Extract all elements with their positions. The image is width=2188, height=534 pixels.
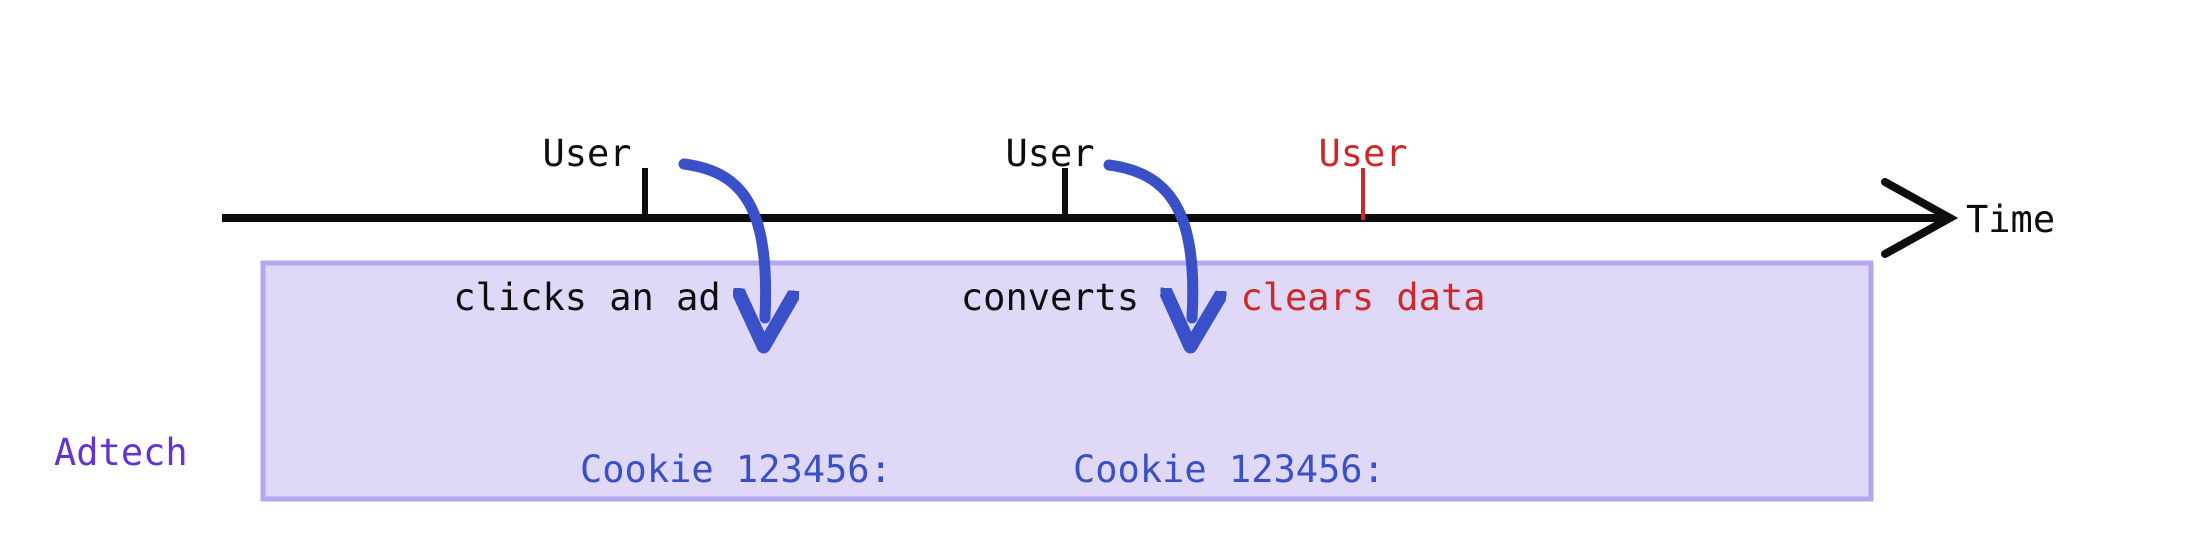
event-label-line2: clicks an ad <box>453 276 721 320</box>
timeline-arrowhead-icon <box>1881 178 1959 258</box>
event-label-conversion: User converts <box>900 34 1200 419</box>
adtech-server-box <box>260 260 1874 502</box>
adtech-server-label-line1: Adtech <box>54 430 188 474</box>
server-record-line1: Cookie 123456: <box>580 447 892 491</box>
event-label-line1: User <box>1318 132 1408 176</box>
event-label-clears-data: User clears data <box>1213 34 1513 419</box>
time-axis-label: Time <box>1966 198 2056 241</box>
event-label-line2: clears data <box>1240 276 1486 320</box>
adtech-server-label: Adtech server <box>54 327 188 534</box>
arrow-ad-click-to-server <box>678 158 766 318</box>
server-record-ad-clicked: Cookie 123456: Ad clicked <box>580 344 892 534</box>
event-label-line1: User <box>542 132 632 176</box>
arrow-conversion-to-server <box>1103 159 1193 318</box>
event-label-line2: converts <box>960 276 1140 320</box>
event-label-ad-click: User clicks an ad <box>437 34 737 419</box>
event-label-line1: User <box>1005 132 1095 176</box>
server-record-converted: Cookie 123456: Converted <box>1073 344 1385 534</box>
server-record-line1: Cookie 123456: <box>1073 447 1385 491</box>
